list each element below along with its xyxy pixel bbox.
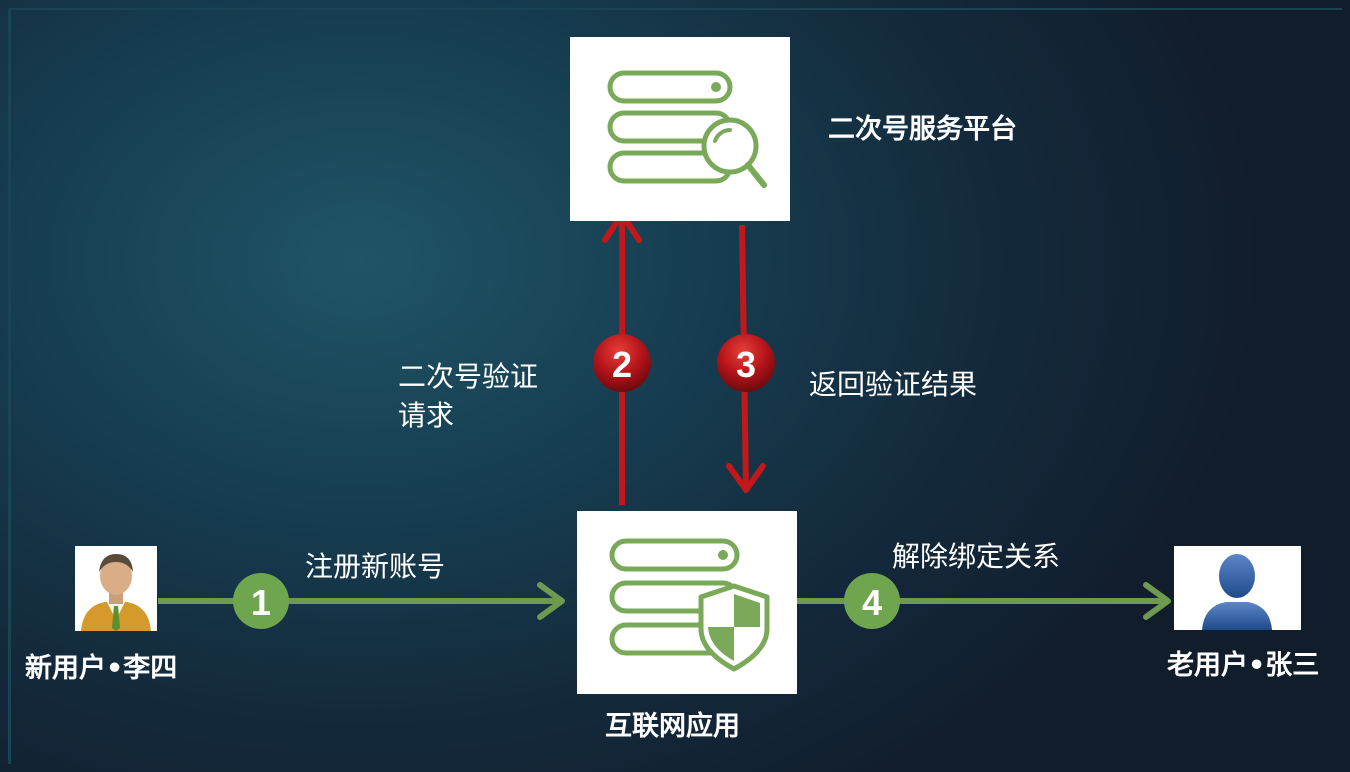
step-2-label-line-1: 二次号验证 — [398, 360, 539, 393]
user-silhouette-icon — [1202, 554, 1272, 630]
old-user-label: 老用户•张三 — [1167, 650, 1320, 681]
step-1-badge: 1 — [233, 573, 289, 629]
app-label: 互联网应用 — [605, 711, 740, 742]
platform-label: 二次号服务平台 — [828, 114, 1017, 145]
step-3-badge: 3 — [717, 334, 775, 392]
step-3-label: 返回验证结果 — [809, 368, 978, 401]
app-server-box — [577, 511, 797, 694]
old-user-avatar — [1174, 546, 1301, 630]
step-2-label-line-2: 请求 — [398, 399, 455, 432]
step-4-label: 解除绑定关系 — [892, 540, 1061, 573]
new-user-label: 新用户•李四 — [25, 653, 178, 684]
step-2-badge: 2 — [593, 334, 651, 392]
slide-frame — [8, 8, 1342, 764]
step-1-label: 注册新账号 — [305, 550, 446, 583]
step-1-number: 1 — [251, 582, 271, 623]
step-3-number: 3 — [736, 344, 756, 385]
businessman-icon — [81, 554, 151, 631]
step-4-number: 4 — [862, 582, 882, 623]
step-2-number: 2 — [612, 344, 632, 385]
server-search-icon — [607, 70, 767, 188]
step-4-badge: 4 — [844, 573, 900, 629]
server-shield-icon — [609, 538, 770, 672]
arrow-step-1 — [158, 582, 565, 620]
new-user-avatar — [75, 546, 157, 631]
platform-server-box — [570, 37, 790, 221]
